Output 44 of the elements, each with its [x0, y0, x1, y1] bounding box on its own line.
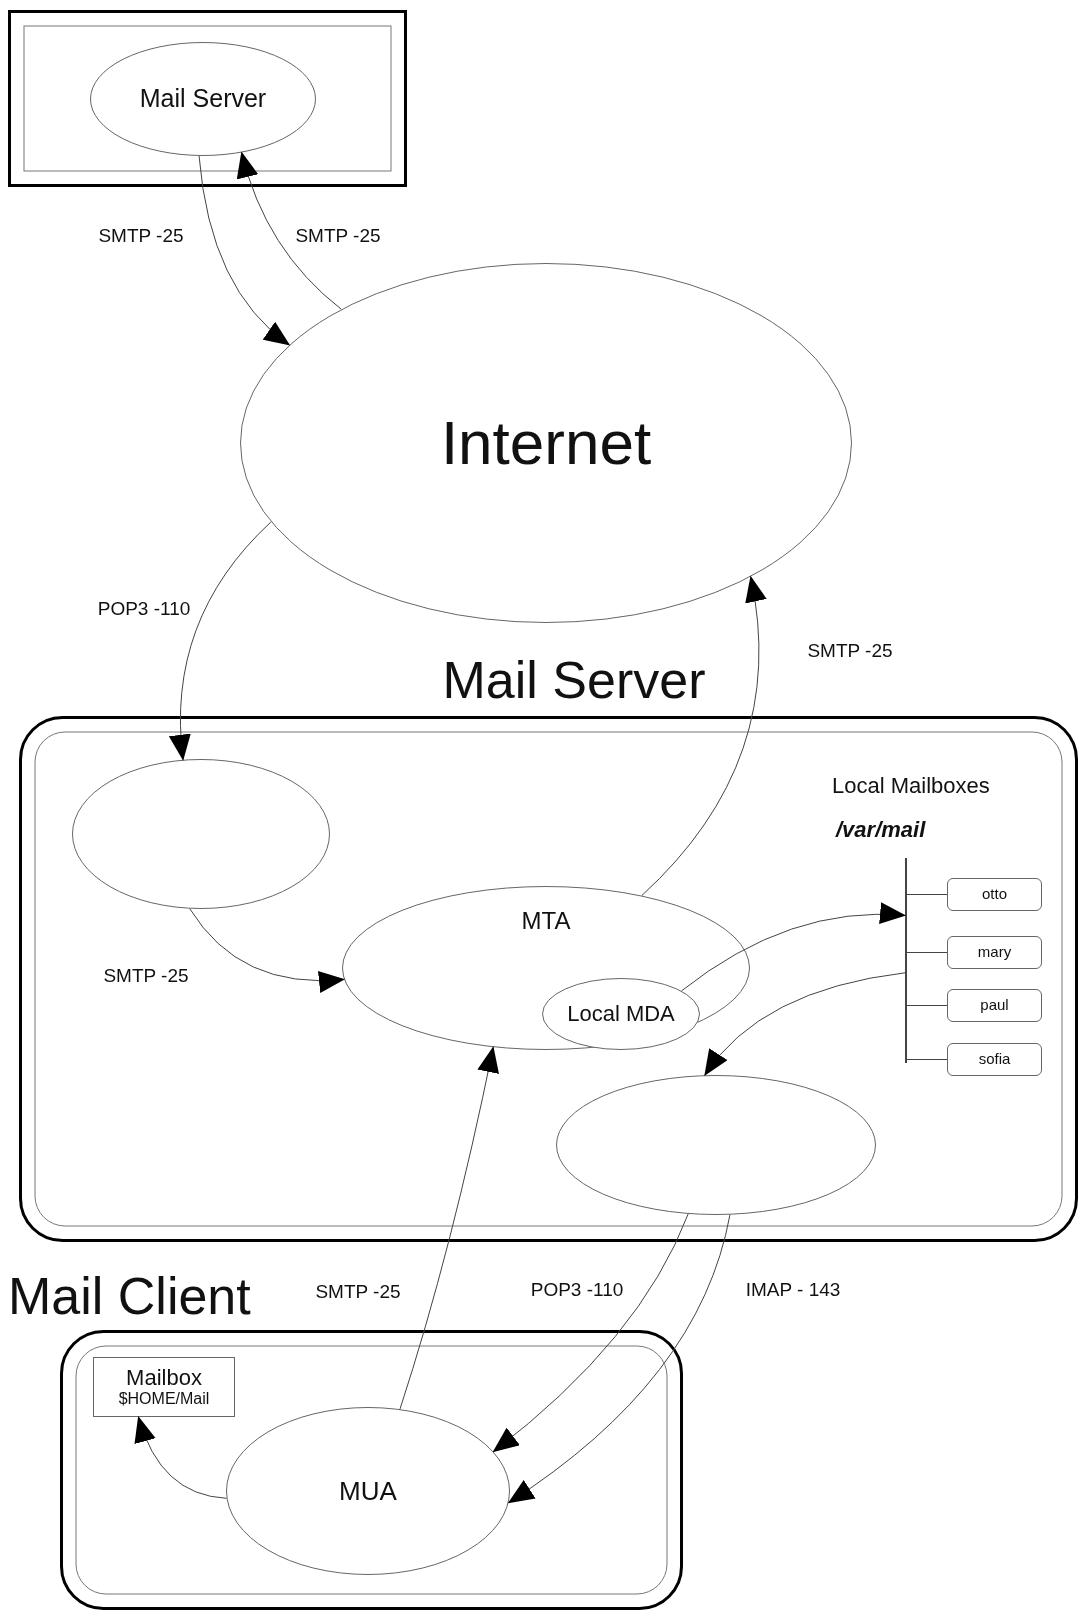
mailbox-box [947, 878, 1042, 911]
process-ellipse [556, 1075, 876, 1215]
section-heading: Mail Server [441, 652, 707, 710]
node-label: Mailbox [126, 1366, 202, 1391]
mailbox-box [947, 936, 1042, 969]
node-label: Internet [440, 408, 652, 478]
arrow [641, 575, 766, 897]
connector-line [906, 894, 948, 895]
mailbox-box [947, 1043, 1042, 1076]
internet-ellipse [240, 263, 852, 623]
process-ellipse [72, 759, 330, 909]
client-ellipse [226, 1407, 510, 1575]
mailbox-box [947, 989, 1042, 1022]
arrow [189, 908, 345, 993]
process-ellipse [542, 978, 700, 1050]
node-label: MTA [521, 908, 571, 935]
node-label: otto [982, 886, 1007, 903]
server-ellipse [90, 42, 316, 156]
node-label: Mail Server [139, 85, 267, 113]
arrow [169, 521, 272, 761]
arrow [198, 155, 291, 346]
connector-line [906, 1059, 948, 1060]
connector-line [906, 1005, 948, 1006]
heading-label: Local Mailboxes [832, 774, 990, 799]
node-label: MUA [339, 1476, 397, 1506]
node-label: mary [977, 944, 1012, 961]
arrow [399, 1046, 499, 1410]
connector-line [906, 952, 948, 953]
node-label: paul [980, 997, 1009, 1014]
server-frame [8, 10, 407, 187]
process-ellipse [342, 886, 750, 1050]
node-sublabel: $HOME/Mail [118, 1390, 210, 1408]
mailbox-box [93, 1357, 235, 1417]
section-heading: Mail Client [8, 1268, 252, 1326]
arrow [507, 1214, 731, 1504]
path-label: /var/mail [836, 818, 926, 843]
node-label: sofia [978, 1051, 1011, 1068]
tree-trunk-line [905, 858, 907, 1063]
arrow [237, 151, 342, 310]
arrow [135, 1416, 228, 1499]
arrow [704, 972, 906, 1076]
node-label: Local MDA [567, 1001, 675, 1027]
arrow [492, 1213, 689, 1453]
arrow [681, 903, 906, 992]
